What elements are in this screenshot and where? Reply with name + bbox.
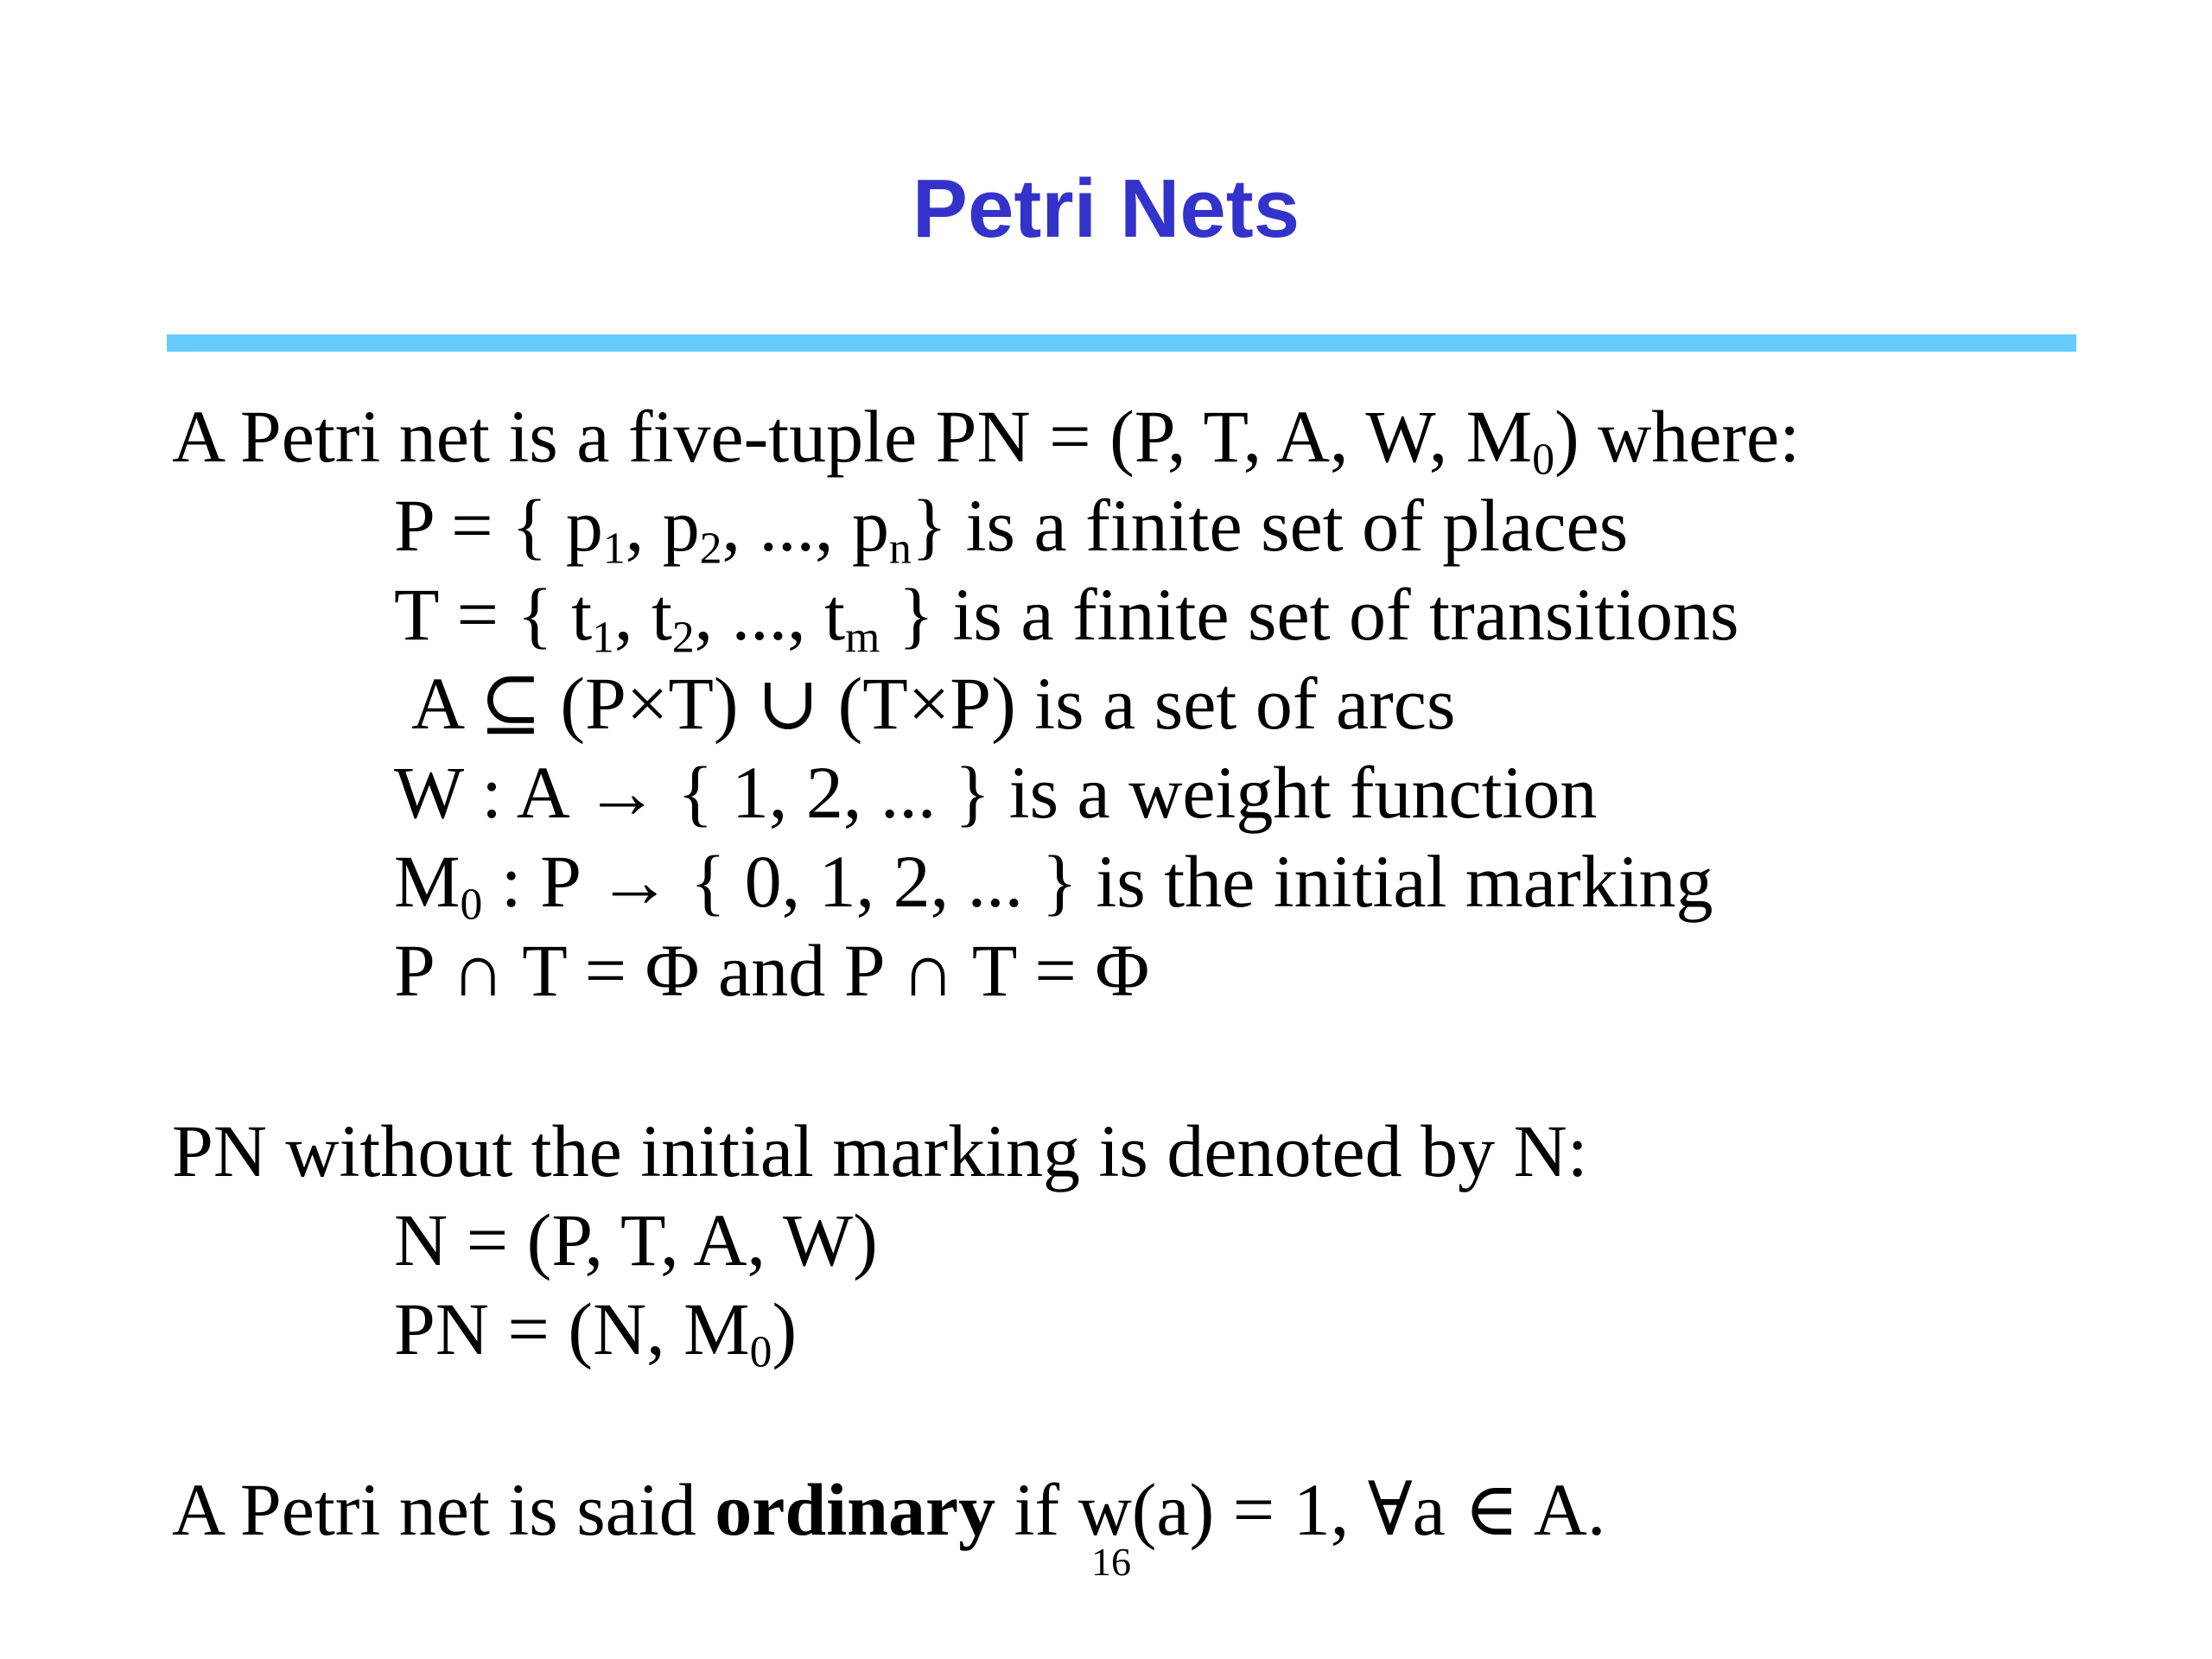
transitions-text-b: , t: [613, 573, 672, 656]
slide-title: Petri Nets: [912, 162, 1300, 255]
marking-text-a: M: [394, 840, 461, 923]
unmarked-net-intro: PN without the initial marking is denote…: [172, 1109, 1588, 1192]
ordinary-definition: A Petri net is said ordinary if w(a) = 1…: [172, 1466, 1605, 1553]
arcs-definition: A ⊆ (P×T) ∪ (T×P) is a set of arcs: [411, 662, 1456, 745]
places-sub-n: n: [889, 524, 912, 574]
places-text-c: , ..., p: [721, 484, 890, 567]
places-text-d: } is a finite set of places: [911, 484, 1629, 567]
definition-intro-text: A Petri net is a five-tuple PN = (P, T, …: [172, 395, 1533, 478]
transitions-sub-2: 2: [671, 613, 695, 663]
title-divider: [167, 334, 2076, 352]
places-text-b: , p: [625, 484, 700, 567]
disjoint-condition: P ∩ T = Φ and P ∩ T = Φ: [394, 929, 1150, 1012]
definition-intro-tail: ) where:: [1554, 395, 1801, 478]
ordinary-text-b: if w(a) = 1, ∀a ∈ A.: [995, 1468, 1606, 1551]
definition-intro-subscript: 0: [1532, 435, 1554, 485]
ordinary-term: ordinary: [715, 1468, 996, 1551]
transitions-sub-1: 1: [592, 613, 614, 663]
places-sub-1: 1: [602, 524, 626, 574]
marking-text-b: : P → { 0, 1, 2, ... } is the initial ma…: [482, 840, 1713, 923]
pn-subscript: 0: [749, 1327, 772, 1377]
pn-text-a: PN = (N, M: [394, 1287, 750, 1370]
transitions-definition: T = { t1, t2, ..., tm } is a finite set …: [394, 571, 1739, 660]
weight-definition: W : A → { 1, 2, ... } is a weight functi…: [394, 751, 1598, 834]
transitions-text-d: } is a finite set of transitions: [880, 573, 1739, 656]
marked-net-definition: PN = (N, M0): [394, 1286, 798, 1375]
transitions-sub-m: m: [845, 613, 880, 663]
places-definition: P = { p1, p2, ..., pn} is a finite set o…: [394, 482, 1629, 571]
marking-subscript: 0: [460, 880, 483, 930]
pn-text-b: ): [772, 1287, 798, 1370]
places-sub-2: 2: [699, 524, 722, 574]
marking-definition: M0 : P → { 0, 1, 2, ... } is the initial…: [394, 838, 1713, 927]
transitions-text-c: , ..., t: [694, 573, 846, 656]
definition-intro: A Petri net is a five-tuple PN = (P, T, …: [172, 393, 1801, 482]
ordinary-text-a: A Petri net is said: [172, 1468, 715, 1551]
page-number: 16: [1091, 1540, 1131, 1584]
places-text-a: P = { p: [394, 484, 603, 567]
transitions-text-a: T = { t: [394, 573, 593, 656]
net-structure-definition: N = (P, T, A, W): [394, 1198, 878, 1281]
